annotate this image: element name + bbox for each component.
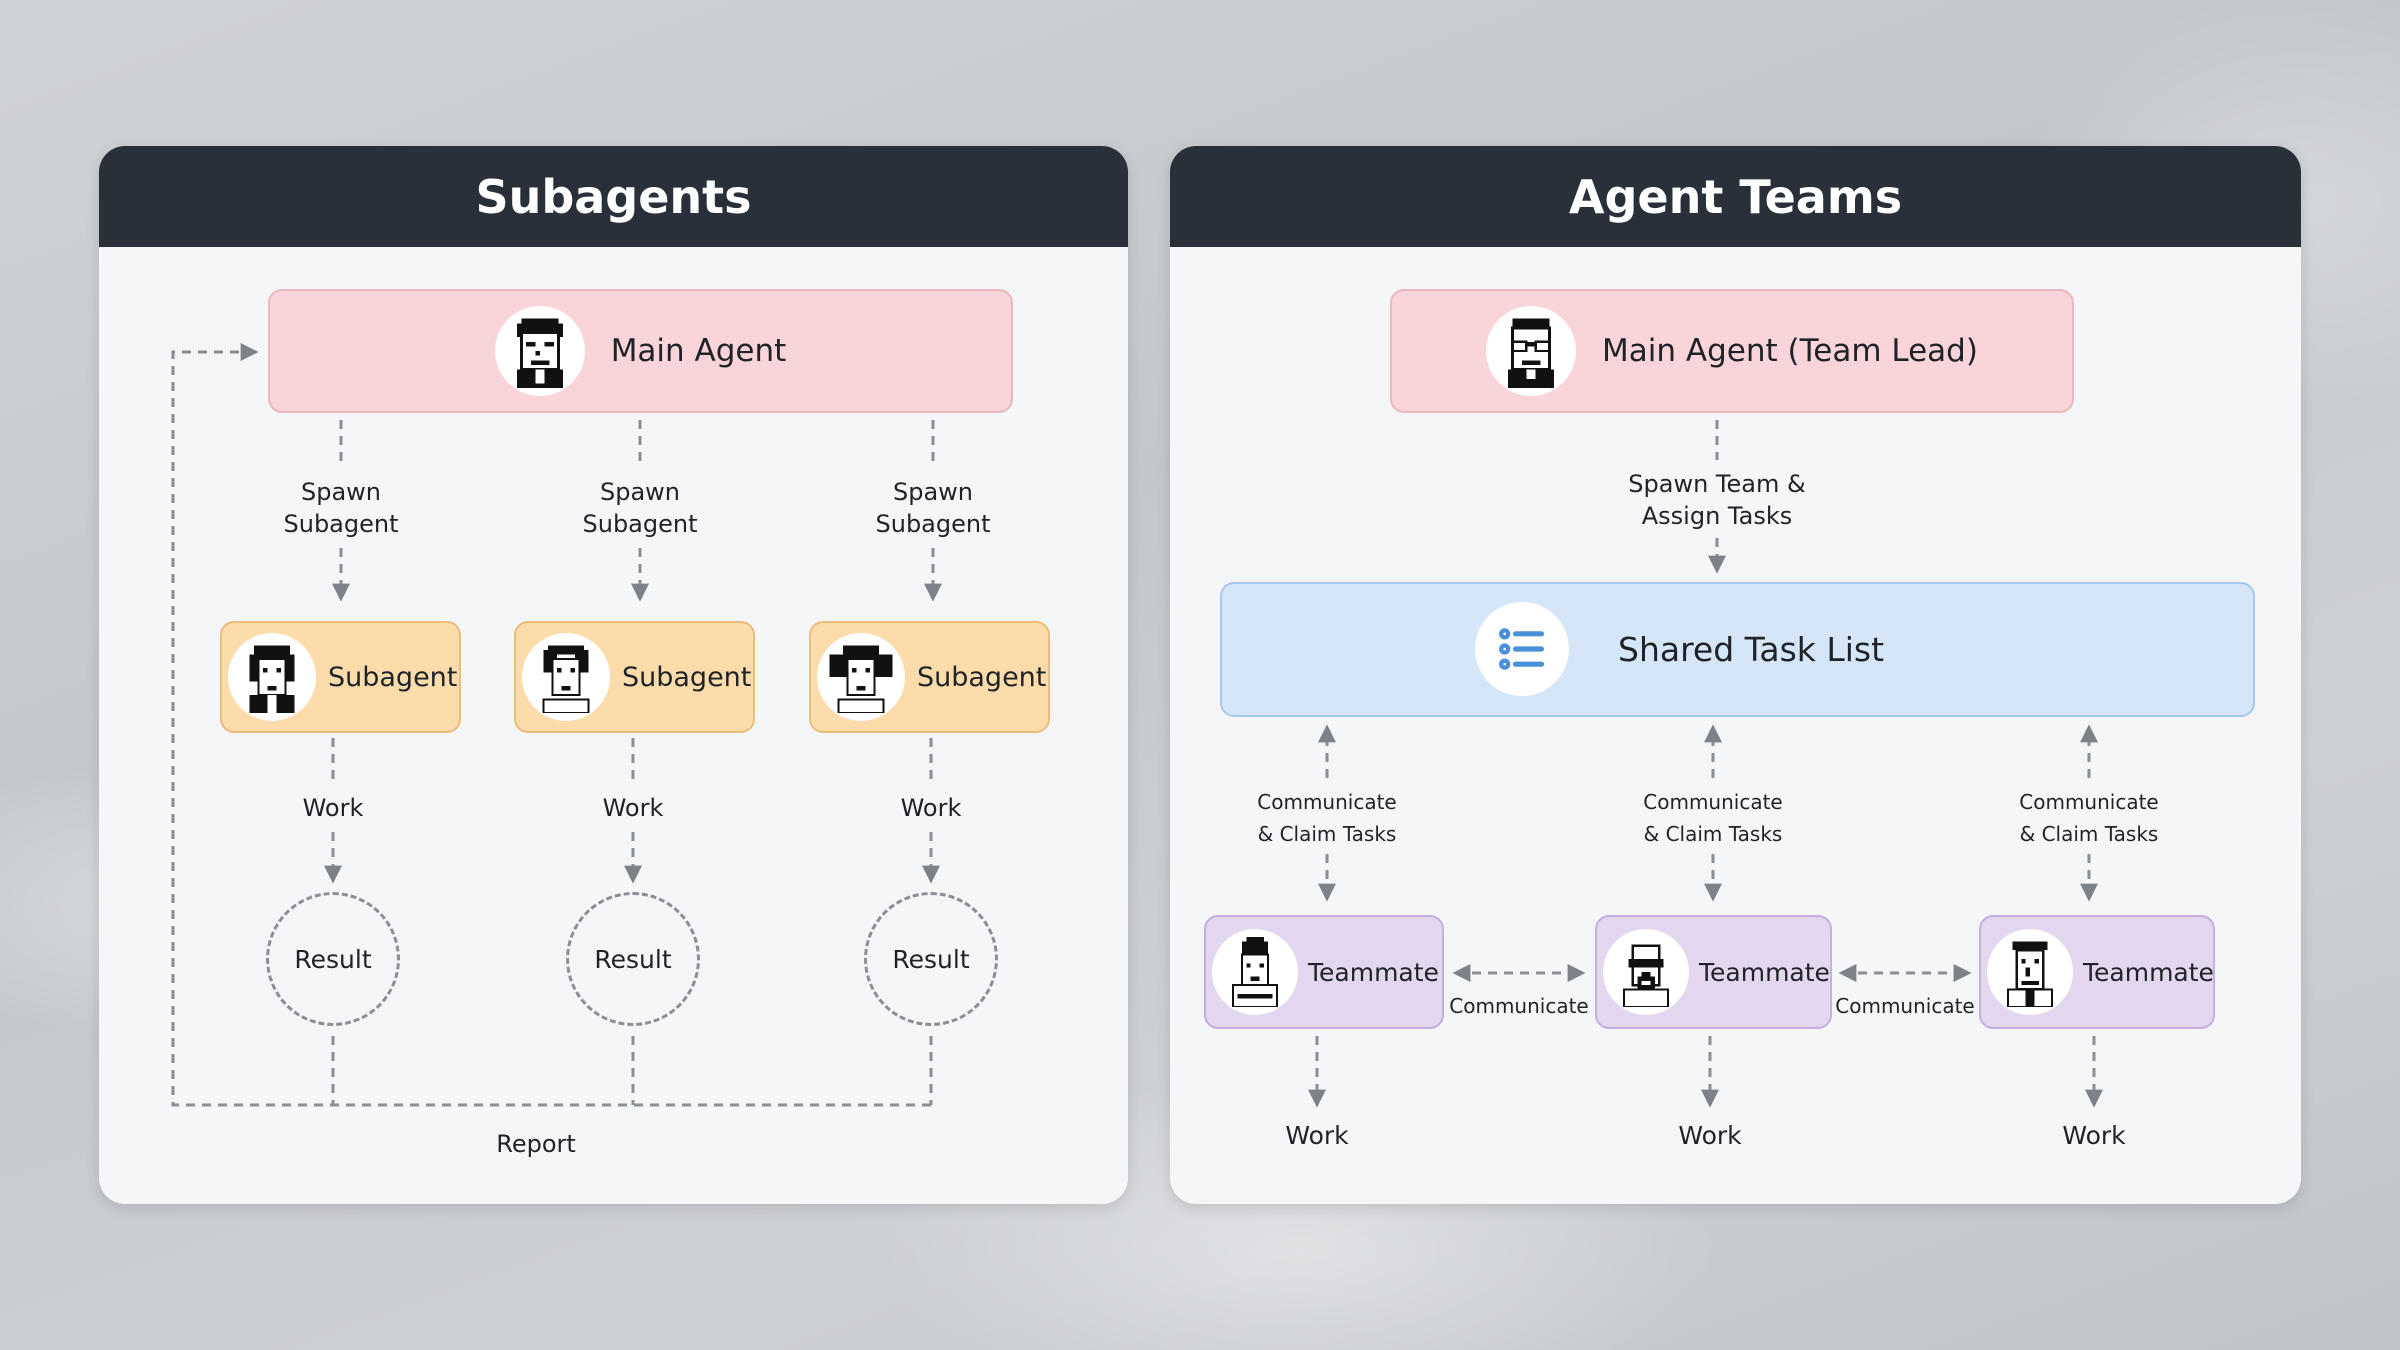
pixel-face-icon [522,633,610,721]
spawn-team-line1: Spawn Team & [1628,470,1806,498]
spawn-label-line1: Spawn [599,478,681,506]
agent-teams-panel: Agent Teams [1170,146,2301,1204]
peer-communicate-label-2: Communicate [1835,994,1975,1018]
claim-line2: & Claim Tasks [2019,822,2159,846]
teammate-box-2: Teammate [1595,915,1832,1029]
spawn-team-label: Spawn Team & Assign Tasks [1628,468,1805,532]
shared-task-list-label: Shared Task List [1618,630,1885,669]
work-label-1: Work [302,794,364,822]
work-label-2: Work [602,794,664,822]
pixel-face-icon [1486,306,1577,396]
spawn-label-line1: Spawn [892,478,974,506]
claim-label-3: Communicate & Claim Tasks [2019,786,2158,850]
team-work-label-3: Work [2062,1121,2126,1150]
subagent-box-3: Subagent [809,621,1050,733]
subagent-box-2: Subagent [514,621,755,733]
subagent-label: Subagent [328,661,458,693]
teammate-label: Teammate [1308,957,1439,987]
spawn-subagent-label-3: Spawn Subagent [875,476,990,540]
team-work-label-1: Work [1285,1121,1349,1150]
spawn-label-line2: Subagent [875,510,991,538]
subagent-label: Subagent [622,661,752,693]
spawn-label-line2: Subagent [582,510,698,538]
spawn-label-line2: Subagent [283,510,399,538]
team-lead-box: Main Agent (Team Lead) [1390,289,2074,413]
teammate-box-3: Teammate [1979,915,2215,1029]
spawn-label-line1: Spawn [300,478,382,506]
result-node-3: Result [864,892,998,1026]
spawn-team-line2: Assign Tasks [1641,502,1793,530]
team-work-label-2: Work [1678,1121,1742,1150]
pixel-face-icon [1212,929,1298,1015]
peer-communicate-label-1: Communicate [1449,994,1589,1018]
main-agent-label: Main Agent [610,333,787,369]
teammate-label: Teammate [2083,957,2214,987]
pixel-face-icon [494,306,585,396]
list-icon [1475,602,1569,696]
pixel-face-icon [1603,929,1689,1015]
pixel-face-icon [1987,929,2073,1015]
spawn-subagent-label-2: Spawn Subagent [582,476,697,540]
report-label: Report [496,1130,576,1158]
teammate-label: Teammate [1699,957,1830,987]
subagents-panel: Subagents [99,146,1128,1204]
agent-teams-title: Agent Teams [1170,146,2301,247]
subagents-title: Subagents [99,146,1128,247]
pixel-face-icon [228,633,316,721]
team-lead-label: Main Agent (Team Lead) [1602,333,1978,369]
result-node-2: Result [566,892,700,1026]
spawn-subagent-label-1: Spawn Subagent [283,476,398,540]
claim-label-2: Communicate & Claim Tasks [1643,786,1782,850]
subagent-label: Subagent [917,661,1047,693]
claim-label-1: Communicate & Claim Tasks [1257,786,1396,850]
work-label-3: Work [900,794,962,822]
main-agent-box: Main Agent [268,289,1013,413]
pixel-face-icon [817,633,905,721]
claim-line1: Communicate [1257,790,1397,814]
subagent-box-1: Subagent [220,621,461,733]
claim-line1: Communicate [2019,790,2159,814]
result-node-1: Result [266,892,400,1026]
claim-line2: & Claim Tasks [1643,822,1783,846]
shared-task-list-box: Shared Task List [1220,582,2255,717]
claim-line1: Communicate [1643,790,1783,814]
teammate-box-1: Teammate [1204,915,1444,1029]
claim-line2: & Claim Tasks [1257,822,1397,846]
